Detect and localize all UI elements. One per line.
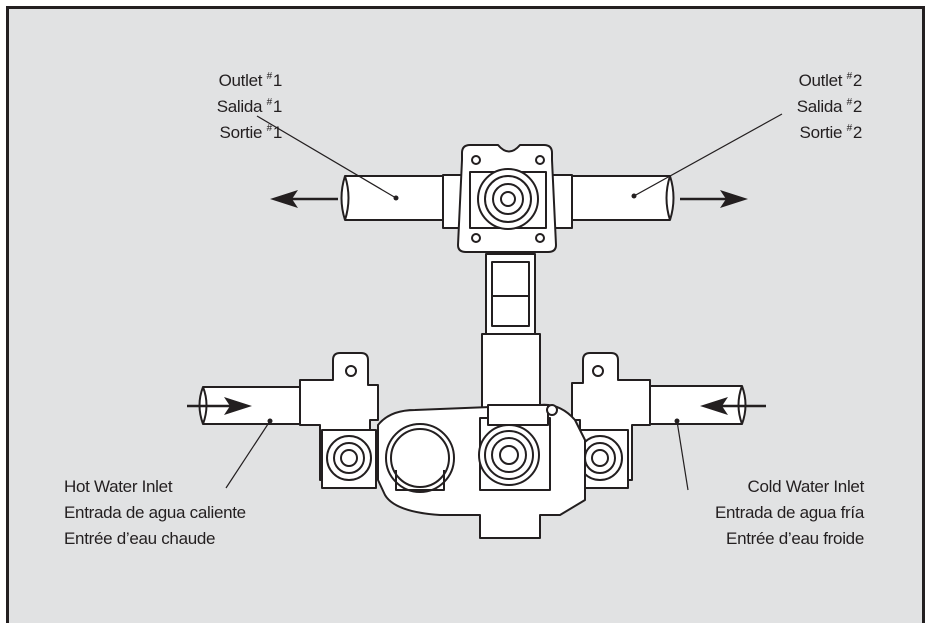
hot-inlet-label-en: Hot Water Inlet <box>64 477 173 496</box>
outlet1-arrow <box>270 190 338 208</box>
hot-inlet-leader <box>225 418 273 489</box>
outlet1-label-en: Outlet #1 <box>218 71 283 90</box>
cold-inlet-arrow <box>700 397 766 415</box>
hot-side-fitting <box>299 352 379 489</box>
cold-inlet-label: Cold Water Inlet Entrada de agua fría En… <box>610 474 864 552</box>
hot-inlet-label-es: Entrada de agua caliente <box>64 503 246 522</box>
center-cartridge <box>478 404 558 491</box>
outlet1-label-fr: Sortie #1 <box>219 123 283 142</box>
outlet1-label: Outlet #1 Salida #1 Sortie #1 <box>170 64 283 142</box>
outlet2-leader <box>631 113 783 199</box>
cold-inlet-label-es: Entrada de agua fría <box>714 503 864 522</box>
cold-inlet-pipe <box>639 385 747 425</box>
cold-side-fitting <box>571 352 651 489</box>
hot-inlet-pipe <box>198 386 319 425</box>
cold-inlet-leader <box>674 418 689 491</box>
outlet2-label-en: Outlet #2 <box>798 71 863 90</box>
outlet2-arrow <box>680 190 748 208</box>
hot-inlet-label-fr: Entrée d’eau chaude <box>64 529 216 548</box>
outlet2-label: Outlet #2 Salida #2 Sortie #2 <box>750 64 863 142</box>
outlet2-pipe <box>569 175 675 221</box>
cold-inlet-label-en: Cold Water Inlet <box>747 477 865 496</box>
outlet1-label-es: Salida #1 <box>216 97 283 116</box>
diverter-body <box>442 144 573 253</box>
hot-inlet-label: Hot Water Inlet Entrada de agua caliente… <box>64 474 246 552</box>
outlet2-label-es: Salida #2 <box>796 97 863 116</box>
outlet1-leader <box>256 115 399 201</box>
diagram-frame <box>6 6 925 623</box>
hot-inlet-arrow <box>187 397 252 415</box>
outlet1-pipe <box>340 175 446 221</box>
connecting-stem <box>481 253 541 416</box>
outlet2-label-fr: Sortie #2 <box>799 123 863 142</box>
cold-inlet-label-fr: Entrée d’eau froide <box>726 529 864 548</box>
